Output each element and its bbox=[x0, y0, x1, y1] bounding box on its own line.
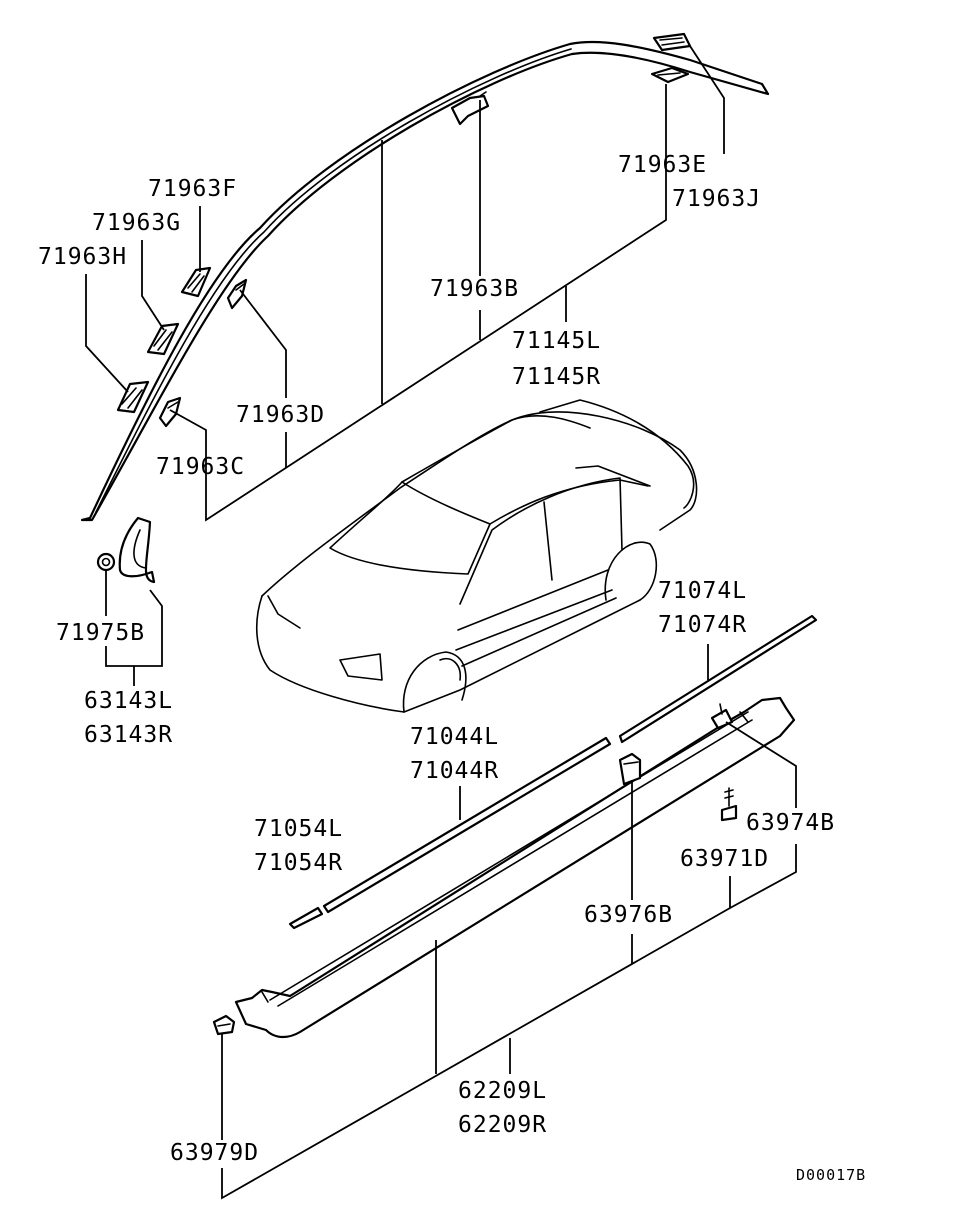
label-71963D: 71963D bbox=[236, 402, 325, 428]
clip-71963J bbox=[652, 32, 692, 52]
clip-71963F bbox=[180, 266, 212, 298]
label-62209L: 62209L bbox=[458, 1078, 547, 1104]
label-71963J: 71963J bbox=[672, 186, 761, 212]
label-71044L: 71044L bbox=[410, 724, 499, 750]
label-63979D: 63979D bbox=[170, 1140, 259, 1166]
label-71963G: 71963G bbox=[92, 210, 181, 236]
screw-63971D bbox=[720, 787, 738, 822]
label-63974B: 63974B bbox=[746, 810, 835, 836]
label-71963B: 71963B bbox=[430, 276, 519, 302]
label-63143R: 63143R bbox=[84, 722, 173, 748]
label-71074R: 71074R bbox=[658, 612, 747, 638]
label-71975B: 71975B bbox=[56, 620, 145, 646]
clip-71963D bbox=[226, 278, 248, 310]
label-71044R: 71044R bbox=[410, 758, 499, 784]
clip-71963E bbox=[650, 66, 690, 84]
label-71963H: 71963H bbox=[38, 244, 127, 270]
side-sill-garnish bbox=[234, 696, 796, 1039]
clip-71963B bbox=[450, 91, 490, 126]
roof-moulding bbox=[80, 40, 770, 522]
label-71145L: 71145L bbox=[512, 328, 601, 354]
label-71074L: 71074L bbox=[658, 578, 747, 604]
label-71145R: 71145R bbox=[512, 364, 601, 390]
label-71963E: 71963E bbox=[618, 152, 707, 178]
strip-71054 bbox=[288, 906, 324, 930]
clip-63976B bbox=[618, 752, 642, 786]
label-71963F: 71963F bbox=[148, 176, 237, 202]
strip-71044 bbox=[322, 736, 612, 914]
clip-71963G bbox=[146, 322, 180, 356]
delta-garnish bbox=[118, 516, 156, 584]
clip-71963C bbox=[158, 396, 182, 428]
label-71054R: 71054R bbox=[254, 850, 343, 876]
leader-lines bbox=[85, 45, 797, 1200]
label-71963C: 71963C bbox=[156, 454, 245, 480]
diagram-code: D00017B bbox=[796, 1166, 866, 1184]
part-labels: 71963F 71963G 71963H 71963E 71963J 71963… bbox=[38, 152, 866, 1184]
clip-71975B bbox=[96, 552, 116, 572]
label-62209R: 62209R bbox=[458, 1112, 547, 1138]
label-63976B: 63976B bbox=[584, 902, 673, 928]
clip-63979D bbox=[212, 1014, 236, 1036]
clip-71963H bbox=[116, 380, 150, 414]
label-63143L: 63143L bbox=[84, 688, 173, 714]
label-71054L: 71054L bbox=[254, 816, 343, 842]
car-illustration bbox=[255, 399, 698, 713]
label-63971D: 63971D bbox=[680, 846, 769, 872]
strip-71074 bbox=[618, 614, 818, 744]
